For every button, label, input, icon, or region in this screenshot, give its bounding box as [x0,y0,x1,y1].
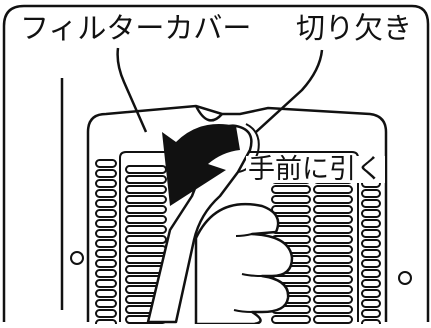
grille-slot [95,269,117,278]
grille-slot [361,299,381,308]
grille-slot [313,205,353,214]
grille-slot [125,205,167,214]
panel-frame [2,4,430,322]
grille-slot [95,299,117,308]
grille-slot [95,249,117,258]
grille-slot [313,305,353,314]
grille-slot [95,209,117,218]
grille-slot [313,225,353,234]
grille-slot [361,219,381,228]
grille-slot [271,185,311,194]
grille-slot [125,185,167,194]
label-filter-cover: フィルターカバー [20,11,252,45]
grille-slot [361,199,381,208]
grille-slot [313,265,353,274]
grille-slot [313,245,353,254]
grille-slot [125,225,167,234]
grille-slot [95,219,117,228]
grille-slot [125,235,167,244]
grille-slot [95,319,117,328]
grille-slot [313,215,353,224]
grille-slot [313,195,353,204]
grille-slot [361,249,381,258]
slot-column-left [95,159,117,328]
grille-slot [313,255,353,264]
grille-slot [361,279,381,288]
grille-slot [361,189,381,198]
grille-slot [95,179,117,188]
grille-slot [361,309,381,318]
grille-slot [95,189,117,198]
grille-slot [95,159,117,168]
grille-slot [125,245,167,254]
leader-line-notch [255,49,324,133]
grille-slot [313,315,353,324]
grille-slot [95,279,117,288]
grille-slot [361,209,381,218]
grille-slot [313,235,353,244]
grille-slot [95,199,117,208]
grille-slot [361,259,381,268]
notch-outline [194,105,223,122]
grille-slot [361,239,381,248]
label-pull-toward: 手前に引く [246,154,385,185]
grille-slot [95,239,117,248]
grille-slot [361,269,381,278]
grille-slot [125,215,167,224]
grille-slot [271,195,311,204]
grille-slot [125,175,167,184]
grille-slot [313,275,353,284]
grille-slot [95,259,117,268]
grille-slot [313,185,353,194]
grille-slot [271,315,311,324]
screw-hole-left [70,251,84,265]
grille-slot [313,285,353,294]
grille-slot [95,229,117,238]
curved-arrow-down-icon [162,124,240,206]
screw-hole-right [398,271,412,285]
grille-slot [95,289,117,298]
grille-slot [361,289,381,298]
leader-line-filter-cover [116,47,148,133]
grille-slot [361,229,381,238]
grille-slot [95,309,117,318]
grille-slot [125,255,167,264]
grille-slot [125,165,167,174]
grille-slot [313,295,353,304]
label-notch: 切り欠き [296,11,413,45]
grille-slot [271,205,311,214]
grille-slot [361,319,381,328]
grille-slot [95,169,117,178]
grille-slot [125,195,167,204]
